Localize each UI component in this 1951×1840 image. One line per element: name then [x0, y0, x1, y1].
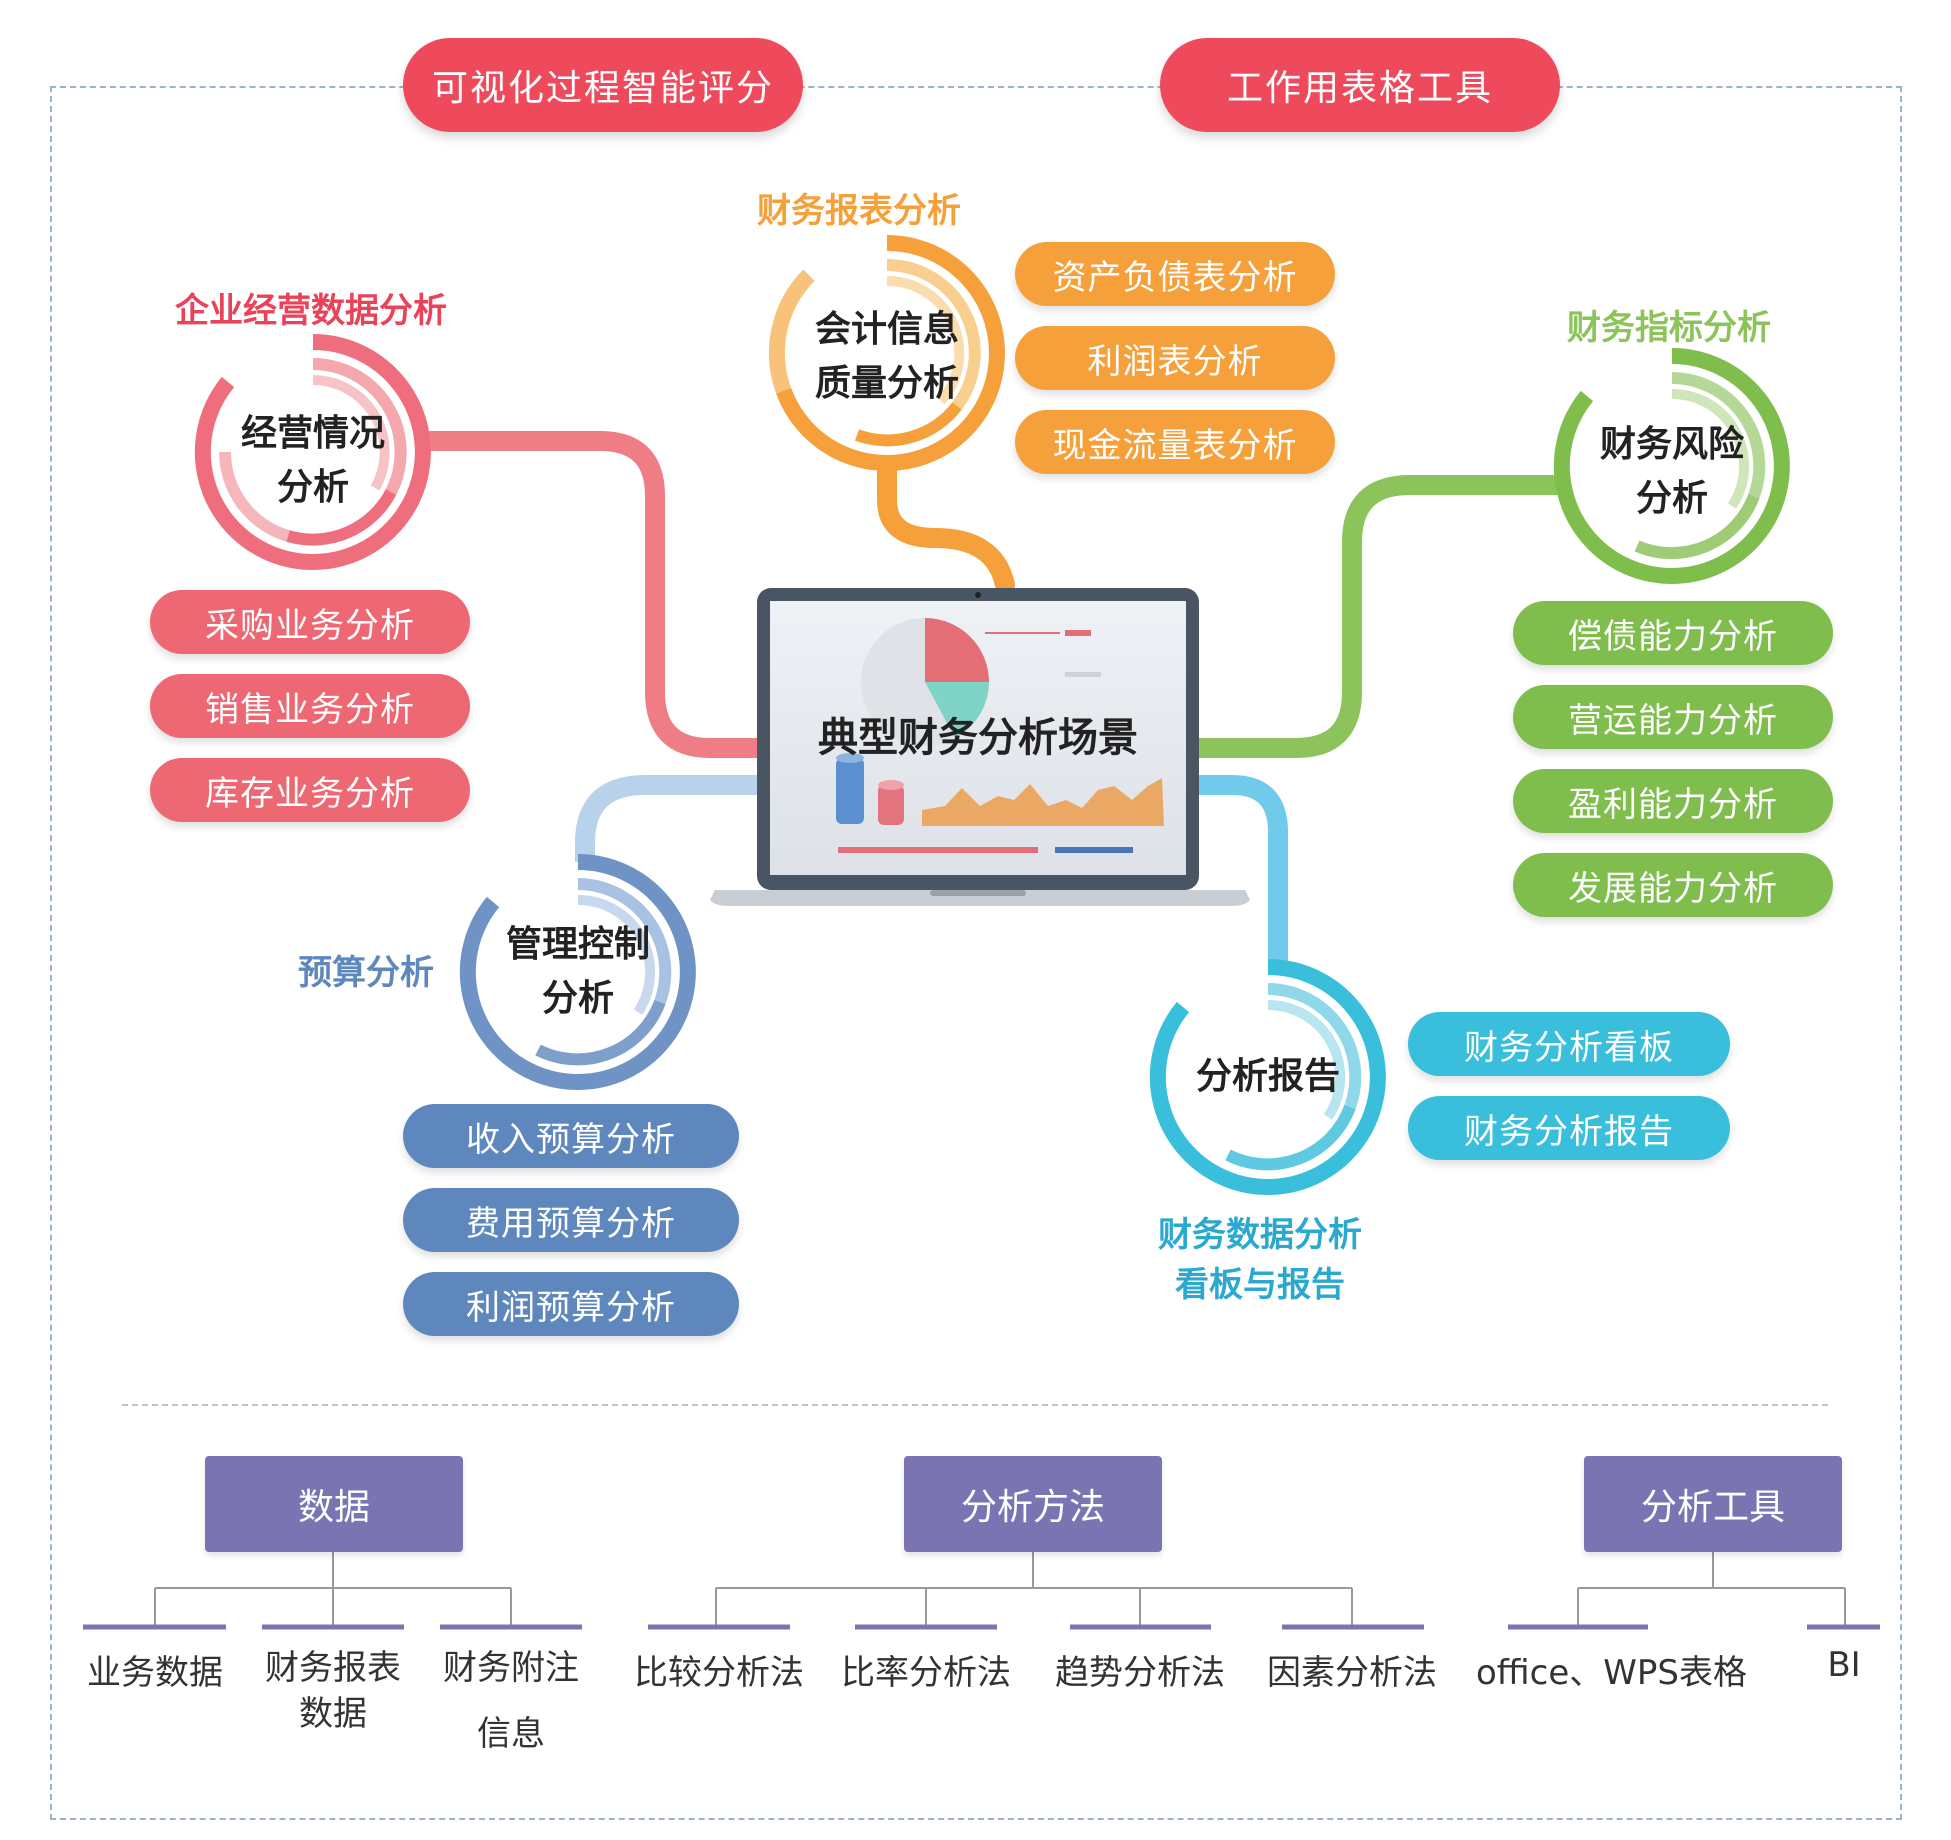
item-balance-sheet[interactable]: 资产负债表分析 [1015, 242, 1335, 306]
item-report[interactable]: 财务分析报告 [1408, 1096, 1730, 1160]
ring-label-operations: 经营情况 分析 [240, 413, 385, 508]
heading-business-data: 企业经营数据分析 [175, 291, 447, 331]
heading-budget: 预算分析 [298, 953, 434, 993]
item-dashboard[interactable]: 财务分析看板 [1408, 1012, 1730, 1076]
ring-label-management-control: 管理控制 分析 [505, 924, 650, 1019]
ring-label-analysis-report: 分析报告 [1195, 1056, 1340, 1097]
leaf-financial-statement-data: 财务报表 数据 [265, 1648, 401, 1734]
heading-reports: 财务数据分析 看板与报告 [1158, 1215, 1362, 1305]
item-operating[interactable]: 营运能力分析 [1513, 685, 1833, 749]
item-profit-budget[interactable]: 利润预算分析 [403, 1272, 739, 1336]
ring-orange [768, 235, 1005, 471]
leaf-factor-method: 因素分析法 [1267, 1653, 1437, 1693]
leaf-trend-method: 趋势分析法 [1055, 1653, 1225, 1693]
tag-spreadsheet-tools[interactable]: 工作用表格工具 [1160, 38, 1560, 132]
laptop-illustration [710, 588, 1250, 906]
item-sales[interactable]: 销售业务分析 [150, 674, 470, 738]
heading-financial-statements: 财务报表分析 [757, 191, 961, 231]
item-inventory[interactable]: 库存业务分析 [150, 758, 470, 822]
ring-blue [459, 854, 696, 1090]
connector-blue [575, 775, 770, 900]
item-expense-budget[interactable]: 费用预算分析 [403, 1188, 739, 1252]
item-income-statement[interactable]: 利润表分析 [1015, 326, 1335, 390]
box-analysis-methods[interactable]: 分析方法 [904, 1456, 1162, 1552]
item-profitability[interactable]: 盈利能力分析 [1513, 769, 1833, 833]
outer-dashed-frame [50, 86, 1902, 1820]
connector-red [410, 431, 770, 758]
center-title: 典型财务分析场景 [818, 715, 1138, 761]
ring-label-accounting-quality: 会计信息 质量分析 [814, 309, 959, 404]
item-revenue-budget[interactable]: 收入预算分析 [403, 1104, 739, 1168]
item-cash-flow[interactable]: 现金流量表分析 [1015, 410, 1335, 474]
item-procurement[interactable]: 采购业务分析 [150, 590, 470, 654]
section-divider [122, 1404, 1828, 1406]
connector-cyan [1190, 775, 1288, 985]
box-data[interactable]: 数据 [205, 1456, 463, 1552]
leaf-bi: BI [1827, 1645, 1861, 1685]
ring-green [1553, 348, 1790, 584]
tag-visual-scoring[interactable]: 可视化过程智能评分 [403, 38, 803, 132]
item-solvency[interactable]: 偿债能力分析 [1513, 601, 1833, 665]
connector-orange [877, 448, 1015, 595]
item-growth[interactable]: 发展能力分析 [1513, 853, 1833, 917]
leaf-comparative-method: 比较分析法 [634, 1653, 804, 1693]
leaf-office-wps: office、WPS表格 [1476, 1653, 1747, 1693]
leaf-ratio-method: 比率分析法 [841, 1653, 1011, 1693]
leaf-notes-info: 财务附注 信息 [443, 1648, 579, 1754]
ring-label-financial-risk: 财务风险 分析 [1599, 424, 1744, 519]
ring-red [194, 334, 431, 570]
ring-cyan [1149, 959, 1386, 1195]
connector-green [1190, 475, 1575, 758]
box-analysis-tools[interactable]: 分析工具 [1584, 1456, 1842, 1552]
heading-financial-indicators: 财务指标分析 [1567, 308, 1771, 348]
leaf-business-data: 业务数据 [87, 1653, 223, 1693]
